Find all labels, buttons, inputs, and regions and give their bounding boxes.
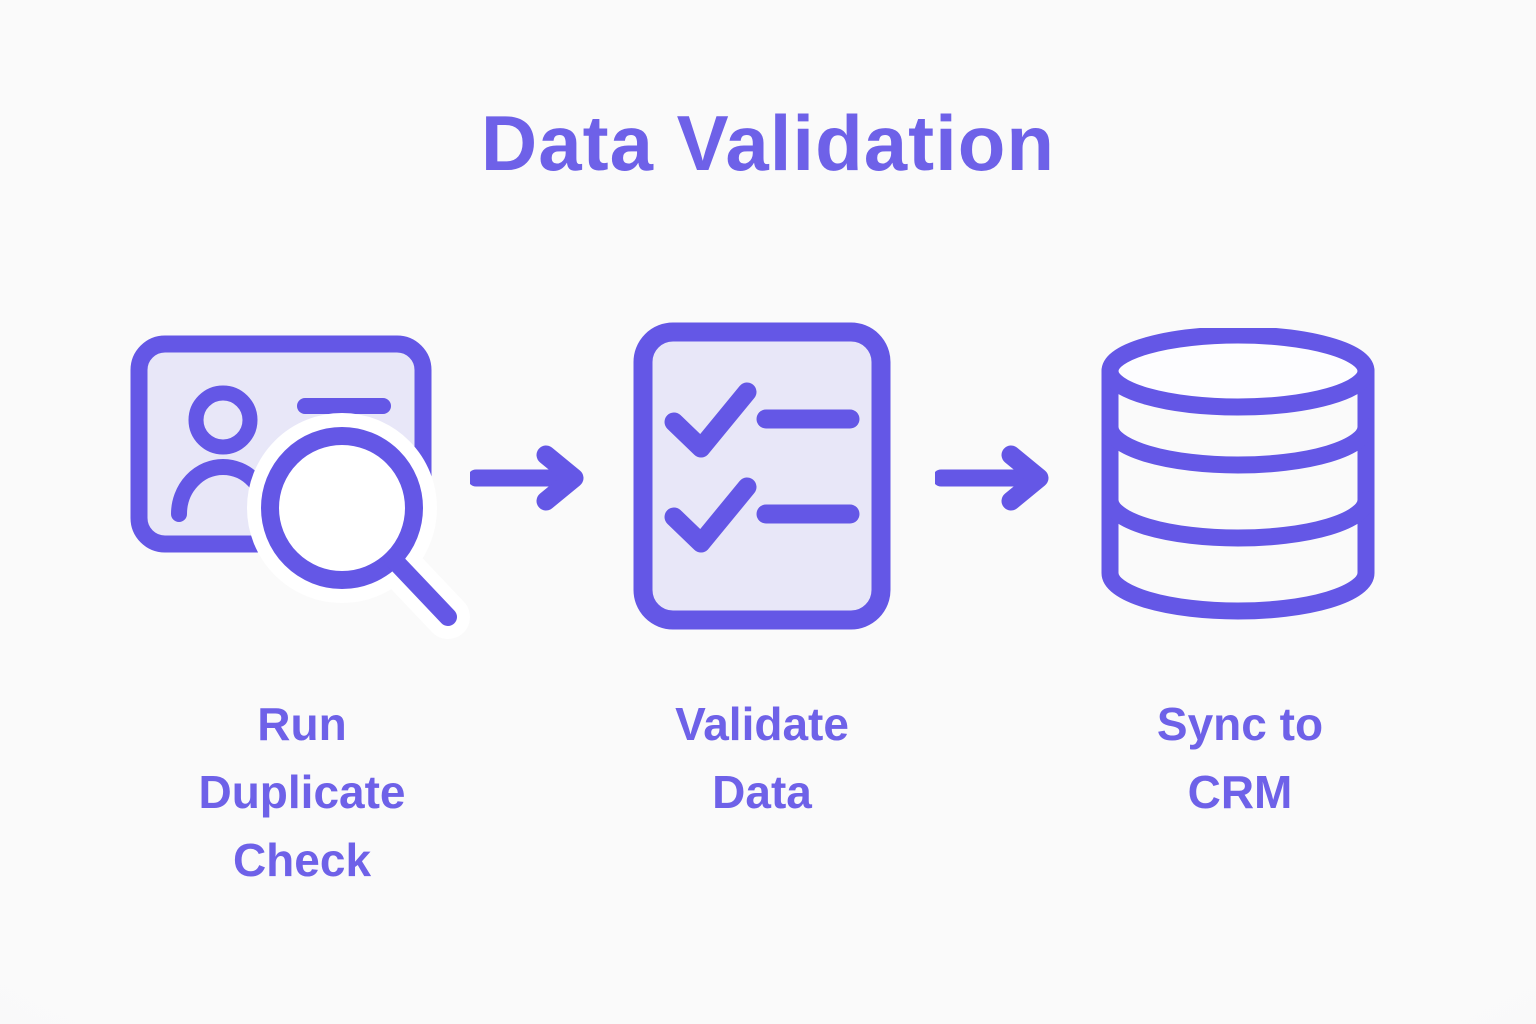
document-shape: [633, 322, 891, 630]
database-divider-1-shape: [1101, 418, 1375, 474]
magnifier-handle-shape: [384, 550, 457, 626]
checkmark-2-shape: [664, 477, 757, 553]
database-icon: [1101, 328, 1375, 620]
checklist-icon: [633, 322, 891, 630]
person-head-shape: [188, 385, 258, 455]
database-top-shape: [1101, 328, 1375, 416]
right-arrow-icon: [935, 445, 1049, 511]
database-divider-2-shape: [1101, 491, 1375, 547]
step-label-run-duplicate-check: Run Duplicate Check: [198, 698, 406, 886]
database-body-shape: [1101, 362, 1375, 620]
step-label-validate-data: Validate Data: [675, 698, 849, 818]
step-label-sync-to-crm: Sync to CRM: [1156, 698, 1324, 818]
magnifier-lens-shape: [261, 427, 423, 589]
diagram-title: Data Validation: [480, 99, 1056, 187]
arrow-head-shape: [1001, 445, 1049, 511]
contact-card-search-icon: [130, 335, 470, 639]
checkmark-1-shape: [664, 382, 757, 458]
arrow-head-shape: [536, 445, 584, 511]
right-arrow-icon: [470, 445, 584, 511]
